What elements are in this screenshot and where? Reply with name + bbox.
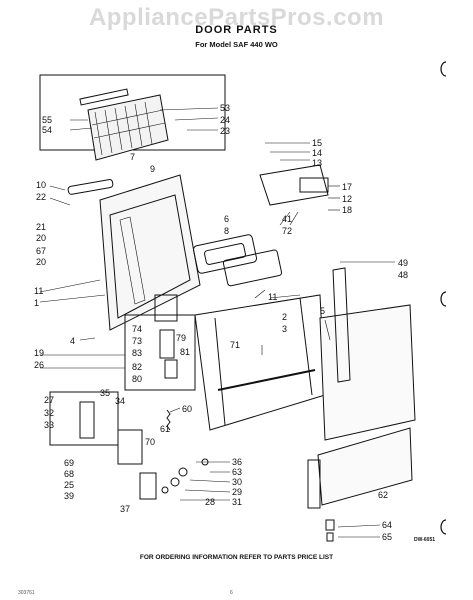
- callout: 53: [220, 103, 230, 113]
- inner-door-panel: [99, 174, 201, 331]
- trim-strip: [332, 267, 351, 383]
- callout: 11: [268, 292, 277, 302]
- callout: 69: [64, 458, 74, 468]
- callout: 1: [34, 298, 39, 308]
- latch-assembly: [259, 164, 329, 206]
- callout: 21: [36, 222, 46, 232]
- catalog-code: 303761: [18, 590, 35, 596]
- filter-group-box: [39, 74, 226, 151]
- callout: 71: [230, 340, 240, 350]
- callout: 80: [132, 374, 142, 384]
- callout: 83: [132, 348, 142, 358]
- callout: 11: [34, 286, 43, 296]
- filter-screen: [87, 94, 169, 161]
- callout: 20: [36, 257, 46, 267]
- dispenser-block: [154, 294, 178, 322]
- callout: 72: [282, 226, 292, 236]
- callout: 36: [232, 457, 242, 467]
- callout: 17: [342, 182, 352, 192]
- callout: 39: [64, 491, 74, 501]
- callout: 81: [180, 347, 190, 357]
- callout: 35: [100, 388, 110, 398]
- callout: 82: [132, 362, 142, 372]
- callout: 24: [220, 115, 230, 125]
- callout: 41: [282, 214, 292, 224]
- vent-frame: [192, 234, 258, 274]
- control-group-box: [124, 314, 196, 391]
- callout: 64: [382, 520, 392, 530]
- callout: 7: [130, 152, 135, 162]
- callout: 10: [36, 180, 46, 190]
- callout: 79: [176, 333, 186, 343]
- callout: 67: [36, 246, 46, 256]
- callout: 2: [282, 312, 287, 322]
- callout: 5: [320, 306, 325, 316]
- page-number: 6: [230, 590, 233, 596]
- kick-plate: [317, 427, 413, 506]
- callout: 34: [115, 396, 125, 406]
- callout: 55: [42, 115, 52, 125]
- callout: 28: [205, 497, 215, 507]
- callout: 25: [64, 480, 74, 490]
- watermark: AppliancePartsPros.com: [88, 4, 385, 31]
- diagram-subtitle: For Model SAF 440 WO: [195, 40, 278, 49]
- callout: 6: [224, 214, 229, 224]
- callout: 23: [220, 126, 230, 136]
- callout: 70: [145, 437, 155, 447]
- callout: 14: [312, 148, 322, 158]
- callout: 48: [398, 270, 408, 280]
- lower-group-box: [49, 391, 119, 446]
- callout: 60: [182, 404, 192, 414]
- switch-housing: [117, 429, 143, 465]
- callout: 29: [232, 487, 242, 497]
- callout: 65: [382, 532, 392, 542]
- callout: 18: [342, 205, 352, 215]
- callout: 54: [42, 125, 52, 135]
- callout: 30: [232, 477, 242, 487]
- callout: 26: [34, 360, 44, 370]
- callout: 3: [282, 324, 287, 334]
- callout: 9: [150, 164, 155, 174]
- door-frame: [194, 294, 326, 431]
- callout: 49: [398, 258, 408, 268]
- callout: 12: [342, 194, 352, 204]
- callout: 19: [34, 348, 44, 358]
- outer-door-panel: [319, 304, 416, 441]
- callout: 68: [64, 469, 74, 479]
- footer-note: FOR ORDERING INFORMATION REFER TO PARTS …: [139, 554, 334, 561]
- callout: 31: [232, 497, 242, 507]
- diagram-title: DOOR PARTS: [195, 24, 278, 36]
- callout: 20: [36, 233, 46, 243]
- handle-bar: [79, 88, 129, 106]
- callout: 15: [312, 138, 322, 148]
- spring: [166, 409, 171, 431]
- callout: 33: [44, 420, 54, 430]
- callout: 63: [232, 467, 242, 477]
- callout: 4: [70, 336, 75, 346]
- vent-slot: [67, 179, 114, 195]
- drawing-code: DW-6051: [414, 537, 436, 543]
- callout: 27: [44, 395, 54, 405]
- callout: 8: [224, 226, 229, 236]
- callout: 37: [120, 504, 130, 514]
- callout: 62: [378, 490, 388, 500]
- callout: 13: [312, 158, 322, 168]
- bushing: [178, 467, 188, 477]
- callout: 74: [132, 324, 142, 334]
- callout-labels: 55 54 53 24 23 7 9 15 14 13 10 22 17 12 …: [34, 103, 408, 542]
- callout: 61: [160, 424, 170, 434]
- callout: 22: [36, 192, 46, 202]
- callout: 32: [44, 408, 54, 418]
- callout: 73: [132, 336, 142, 346]
